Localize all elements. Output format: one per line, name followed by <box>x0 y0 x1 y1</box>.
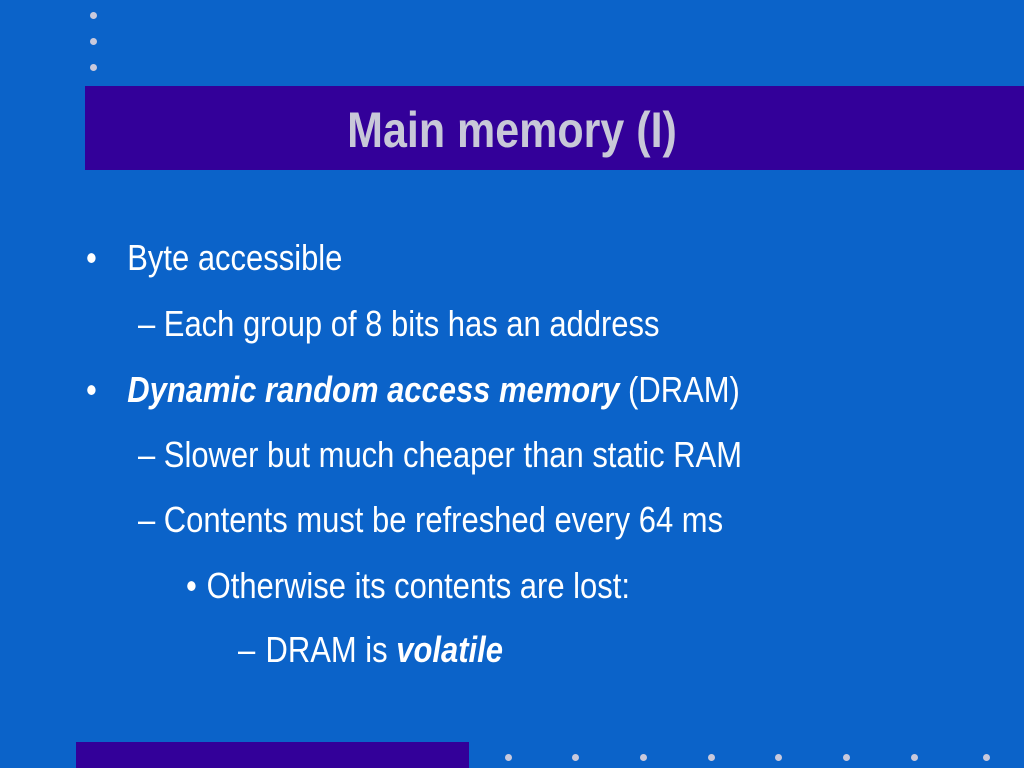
decorative-dot <box>572 754 579 761</box>
bullet-text: Contents must be refreshed every 64 ms <box>163 499 724 540</box>
dash-marker: – <box>138 499 156 540</box>
decorative-dot <box>708 754 715 761</box>
dash-marker: – <box>138 303 156 344</box>
bullet-marker: • <box>186 565 197 606</box>
bullet-level1: • Byte accessible <box>86 238 342 278</box>
bullet-marker: • <box>86 237 97 278</box>
bullet-level2: –Contents must be refreshed every 64 ms <box>138 500 723 540</box>
bullet-text: Byte accessible <box>127 237 343 278</box>
decorative-dot <box>983 754 990 761</box>
emphasized-text: Dynamic random access memory <box>127 369 620 410</box>
decorative-dot <box>911 754 918 761</box>
bullet-text: DRAM is <box>265 629 397 670</box>
dash-marker: – <box>138 434 156 475</box>
bullet-level2: –Each group of 8 bits has an address <box>138 304 659 344</box>
decorative-dot <box>640 754 647 761</box>
footer-bar <box>76 742 469 768</box>
bullet-text: Each group of 8 bits has an address <box>163 303 660 344</box>
bullet-level2: –Slower but much cheaper than static RAM <box>138 435 742 475</box>
slide-title: Main memory (I) <box>347 102 677 158</box>
decorative-dot <box>90 12 97 19</box>
bullet-text: (DRAM) <box>619 369 740 410</box>
bullet-level4: –DRAM is volatile <box>238 630 503 670</box>
bullet-text: Otherwise its contents are lost: <box>206 565 630 606</box>
bullet-level3: •Otherwise its contents are lost: <box>186 566 630 606</box>
title-bar <box>85 86 1024 170</box>
decorative-dot <box>775 754 782 761</box>
bullet-marker: • <box>86 369 97 410</box>
decorative-dot <box>90 64 97 71</box>
emphasized-text: volatile <box>396 629 503 670</box>
dash-marker: – <box>238 629 256 670</box>
decorative-dot <box>90 38 97 45</box>
decorative-dots-vertical <box>90 12 98 90</box>
bullet-text: Slower but much cheaper than static RAM <box>163 434 742 475</box>
decorative-dot <box>505 754 512 761</box>
decorative-dots-horizontal <box>505 754 1005 764</box>
bullet-level1: • Dynamic random access memory (DRAM) <box>86 370 740 410</box>
decorative-dot <box>843 754 850 761</box>
